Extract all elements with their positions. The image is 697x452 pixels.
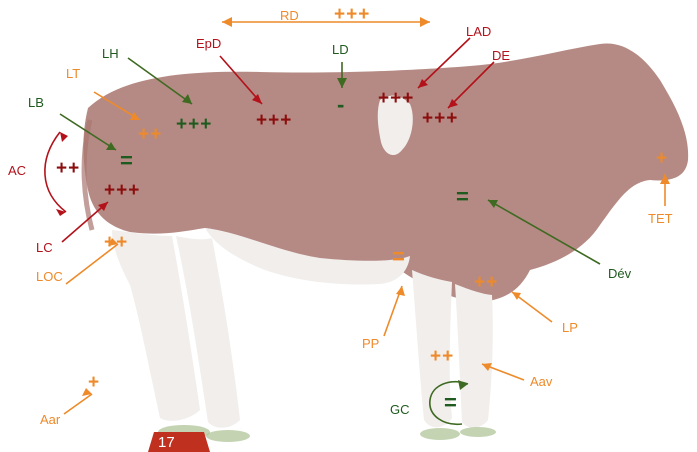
label-lp: LP	[562, 320, 578, 335]
arrow-lt	[93, 91, 141, 121]
symbol-tet: +	[656, 148, 669, 169]
symbol-lh: +++	[176, 114, 213, 135]
symbol-lp: ++	[474, 272, 499, 293]
page-badge	[148, 432, 210, 452]
symbol-lad: +++	[378, 88, 415, 109]
symbol-epd: +++	[256, 110, 293, 131]
label-lb: LB	[28, 95, 44, 110]
tail	[81, 119, 95, 231]
label-tet: TET	[648, 211, 673, 226]
arrow-epd	[219, 55, 263, 105]
cow-belly	[205, 228, 410, 285]
symbol-rd: +++	[334, 4, 371, 25]
label-lc: LC	[36, 240, 53, 255]
label-lt: LT	[66, 66, 81, 81]
symbol-lc: +++	[104, 180, 141, 201]
symbol-lt: ++	[138, 124, 163, 145]
arrow-dev	[487, 199, 601, 265]
arrow-aar	[63, 393, 93, 415]
label-ac: AC	[8, 163, 27, 178]
symbol-dev: =	[456, 184, 470, 209]
label-dev: Dév	[608, 266, 632, 281]
arrow-loc	[65, 243, 119, 285]
symbol-loc: ++	[104, 232, 129, 253]
front-leg-2	[455, 284, 493, 428]
label-aar: Aar	[40, 412, 61, 427]
arrow-de	[447, 61, 495, 109]
arrow-lad	[417, 37, 471, 89]
arrow-ac	[44, 131, 67, 213]
page-number: 17	[158, 434, 175, 451]
arrow-gc	[429, 380, 469, 425]
label-aav: Aav	[530, 374, 553, 389]
symbol-de: +++	[422, 108, 459, 129]
label-epd: EpD	[196, 36, 222, 51]
symbol-ac: ++	[56, 158, 81, 179]
label-lad: LAD	[466, 24, 492, 39]
label-lh: LH	[102, 46, 119, 61]
hoof	[420, 428, 460, 440]
symbol-aar: +	[88, 372, 101, 393]
label-loc: LOC	[36, 269, 63, 284]
label-rd: RD	[280, 8, 299, 23]
hoof	[206, 430, 250, 442]
label-ld: LD	[332, 42, 349, 57]
symbol-gc: =	[444, 390, 458, 415]
front-leg	[412, 270, 452, 428]
arrow-lc	[61, 201, 109, 243]
label-gc: GC	[390, 402, 410, 417]
arrow-lh	[127, 57, 193, 105]
cow-white-patch	[377, 95, 413, 156]
label-de: DE	[492, 48, 511, 63]
symbol-pp: =	[392, 244, 406, 269]
symbol-lb: =	[120, 148, 134, 173]
arrow-lb	[59, 113, 117, 151]
symbol-ld: -	[337, 92, 346, 117]
label-pp: PP	[362, 336, 380, 351]
hind-leg	[112, 230, 200, 421]
hind-leg-2	[176, 236, 240, 428]
hoof	[460, 427, 496, 437]
symbol-aav: ++	[430, 346, 455, 367]
